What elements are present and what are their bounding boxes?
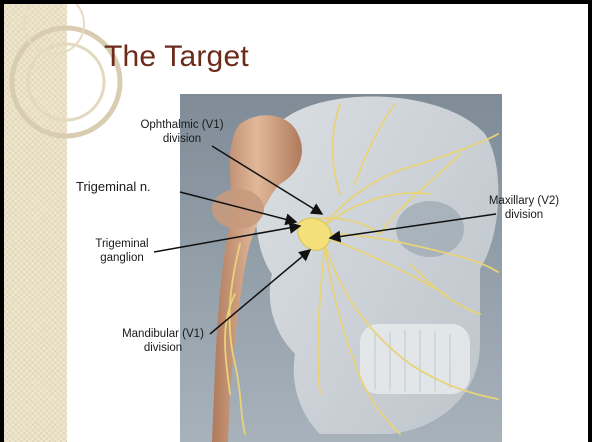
trigeminal-nerve-label: Trigeminal n. (76, 180, 176, 194)
mandibular-label-line1: Mandibular (V1) (108, 327, 218, 341)
slide-title: The Target (104, 40, 249, 74)
trigeminal-ganglion-label: Trigeminal ganglion (82, 237, 162, 265)
maxillary-label-line1: Maxillary (V2) (474, 194, 574, 208)
maxillary-label-line2: division (474, 208, 574, 222)
mandibular-label-line2: division (108, 341, 218, 355)
mandibular-division-label: Mandibular (V1) division (108, 327, 218, 355)
maxillary-division-label: Maxillary (V2) division (474, 194, 574, 222)
ophthalmic-label-line1: Ophthalmic (V1) (122, 118, 242, 132)
ganglion-label-line2: ganglion (82, 251, 162, 265)
ophthalmic-division-label: Ophthalmic (V1) division (122, 118, 242, 146)
slide: The Target (4, 4, 588, 442)
ganglion-label-line1: Trigeminal (82, 237, 162, 251)
ophthalmic-label-line2: division (122, 132, 242, 146)
anatomy-illustration (180, 94, 502, 442)
trigeminal-nerve-label-text: Trigeminal n. (76, 180, 176, 194)
